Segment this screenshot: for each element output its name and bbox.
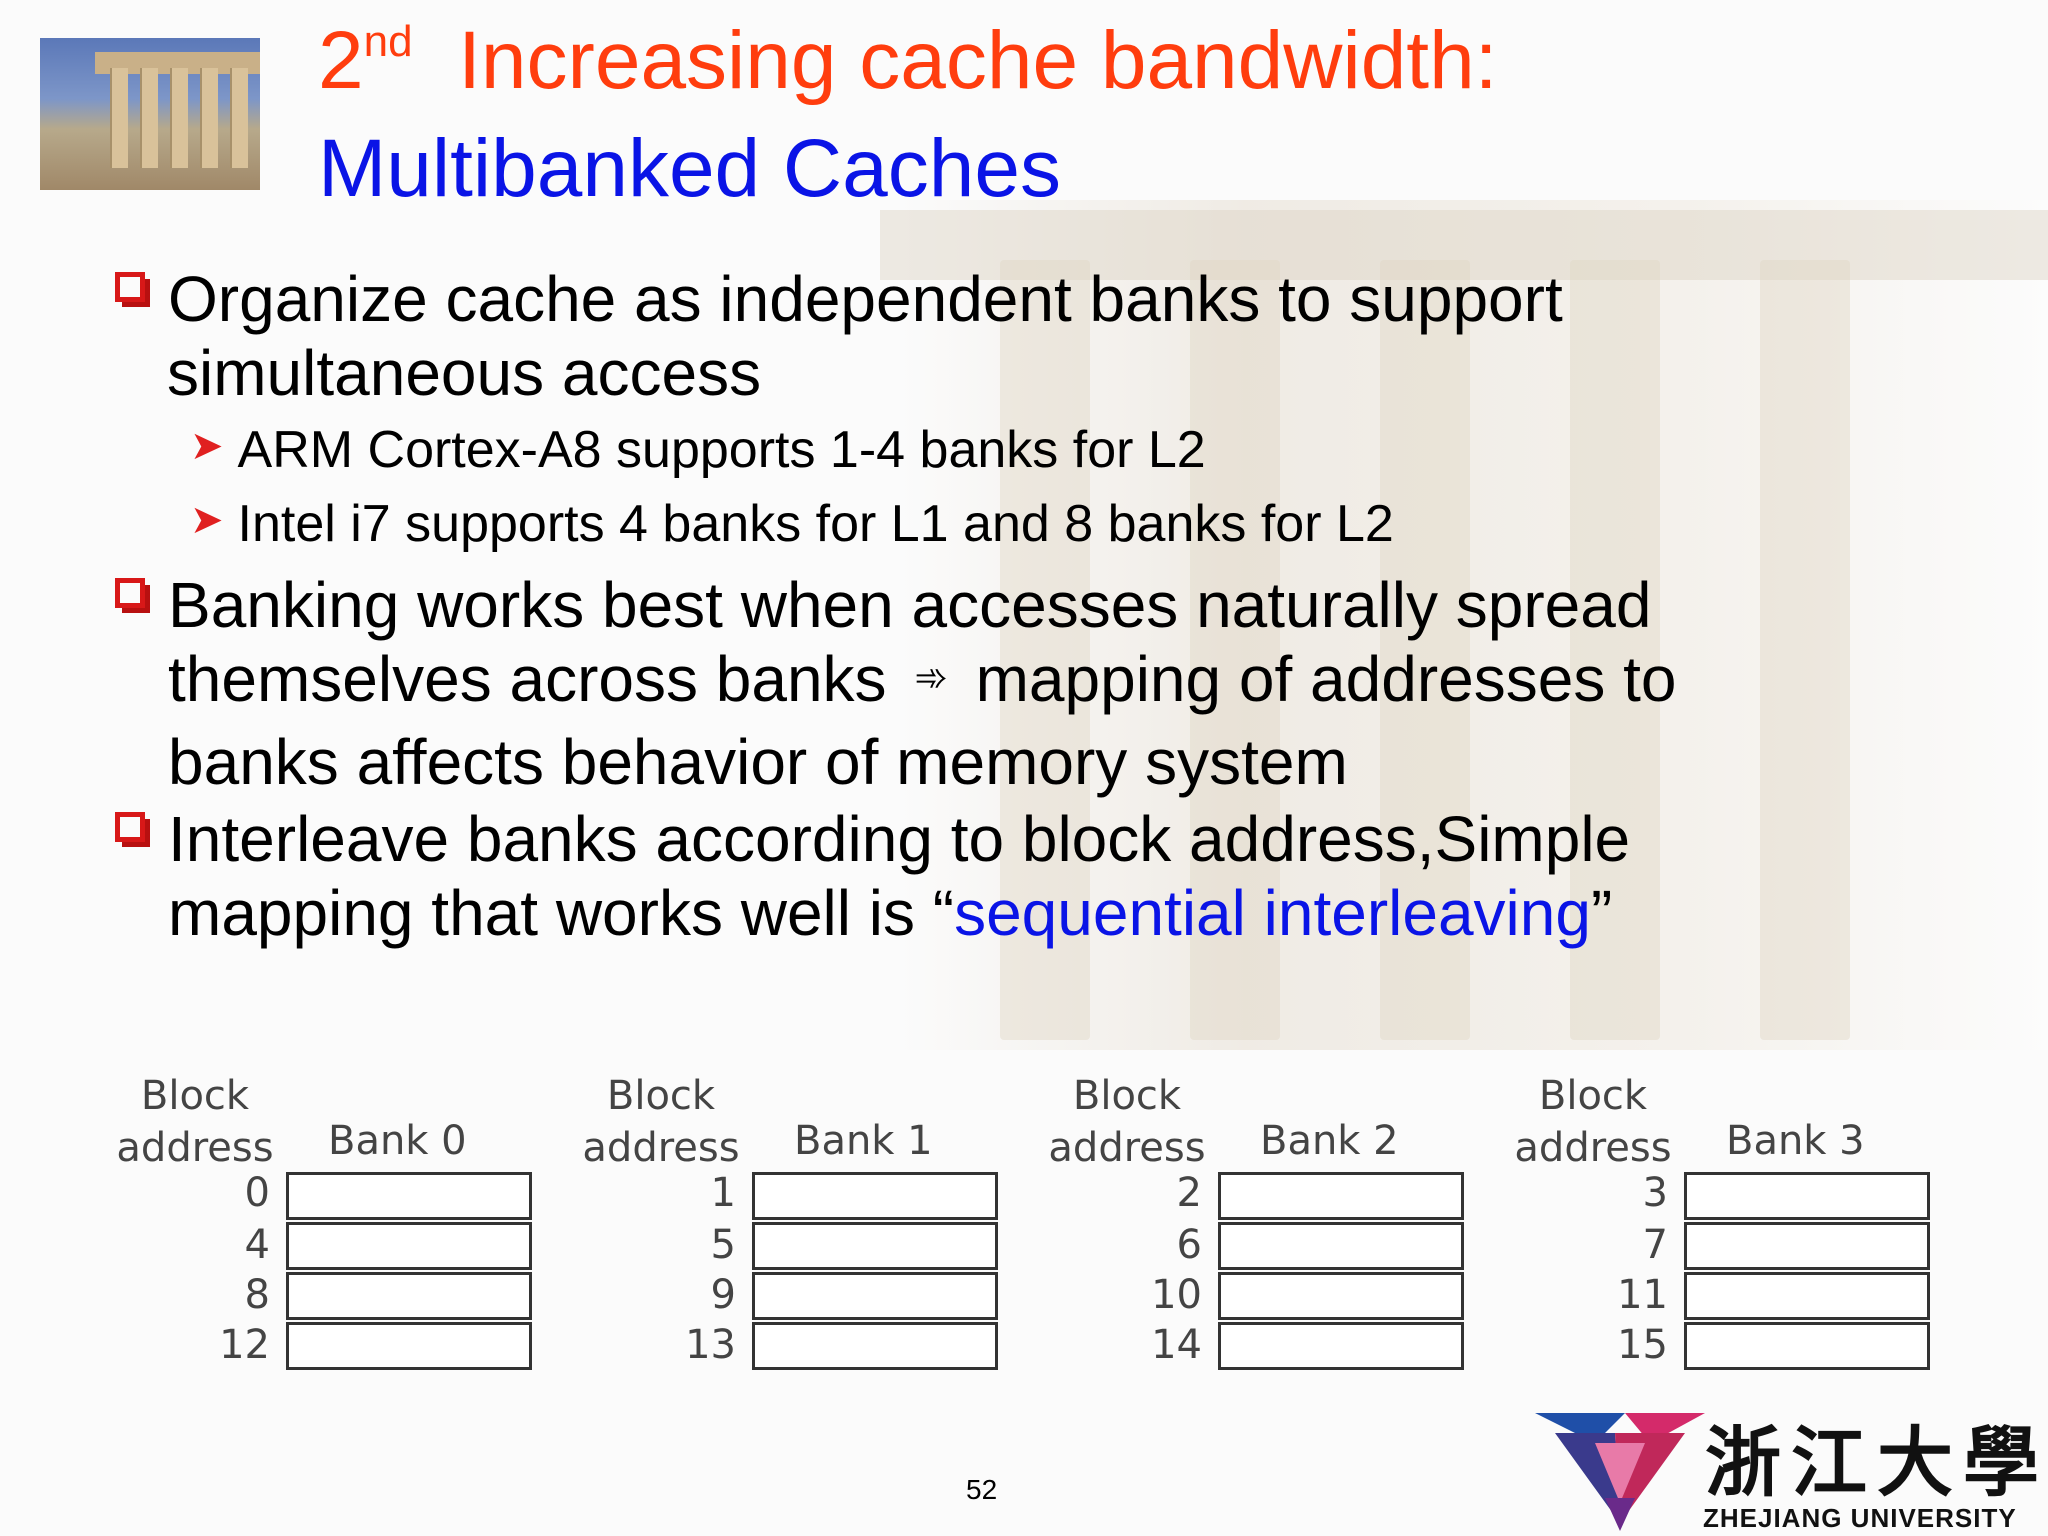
arrow-bullet-icon: ➤ xyxy=(190,424,224,468)
block-address: 5 xyxy=(710,1222,736,1268)
university-english-name: ZHEJIANG UNIVERSITY xyxy=(1703,1503,2017,1533)
university-logo: 浙江大學 ZHEJIANG UNIVERSITY xyxy=(1535,1395,2045,1535)
sub-bullet-item: ➤ARM Cortex-A8 supports 1-4 banks for L2 xyxy=(190,420,1206,484)
block-address: 8 xyxy=(244,1272,270,1318)
slide-title-line1: 2nd Increasing cache bandwidth: xyxy=(318,15,1498,106)
bank-cell xyxy=(286,1172,532,1220)
arrow-bullet-icon: ➤ xyxy=(190,498,224,542)
background-temple-beam xyxy=(880,210,2048,280)
bullet-box-icon xyxy=(115,272,145,302)
block-address: 3 xyxy=(1642,1170,1668,1216)
bullet-item: Organize cache as independent banks to s… xyxy=(115,262,1915,410)
block-address: 2 xyxy=(1176,1170,1202,1216)
university-chinese-name: 浙江大學 xyxy=(1705,1418,2048,1507)
bullet-box-icon xyxy=(115,578,145,608)
bank-name: Bank 3 xyxy=(1726,1118,1865,1164)
background-column xyxy=(1190,260,1280,1040)
bank-cell xyxy=(1218,1222,1464,1270)
bank-name: Bank 1 xyxy=(794,1118,933,1164)
block-address: 0 xyxy=(244,1170,270,1216)
zju-emblem-icon xyxy=(1535,1413,1705,1531)
bank-cell xyxy=(286,1222,532,1270)
background-column xyxy=(1570,260,1660,1040)
bank-cell xyxy=(1218,1272,1464,1320)
parthenon-photo xyxy=(40,38,260,190)
bank-cell xyxy=(286,1322,532,1370)
block-address: 11 xyxy=(1617,1272,1668,1318)
bank-cell xyxy=(1684,1172,1930,1220)
highlight-text: sequential interleaving xyxy=(954,877,1591,949)
bank-cell xyxy=(752,1172,998,1220)
block-address: 6 xyxy=(1176,1222,1202,1268)
bullet-box-icon xyxy=(115,812,145,842)
bank-name: Bank 0 xyxy=(328,1118,467,1164)
block-address: 1 xyxy=(710,1170,736,1216)
bank-name: Bank 2 xyxy=(1260,1118,1399,1164)
block-address: 15 xyxy=(1617,1322,1668,1368)
background-column xyxy=(1380,260,1470,1040)
block-address: 9 xyxy=(710,1272,736,1318)
background-column xyxy=(1760,260,1850,1040)
sub-bullet-item: ➤Intel i7 supports 4 banks for L1 and 8 … xyxy=(190,494,1394,558)
background-column xyxy=(1000,260,1090,1040)
slide-title-line2: Multibanked Caches xyxy=(318,123,1061,214)
block-address: 7 xyxy=(1642,1222,1668,1268)
block-address: 10 xyxy=(1151,1272,1202,1318)
block-address: 12 xyxy=(219,1322,270,1368)
bank-cell xyxy=(1684,1222,1930,1270)
bank-cell xyxy=(752,1272,998,1320)
bank-cell xyxy=(752,1322,998,1370)
block-address: 4 xyxy=(244,1222,270,1268)
bullet-item: Banking works best when accesses natural… xyxy=(115,568,1915,799)
block-address: 14 xyxy=(1151,1322,1202,1368)
block-address: 13 xyxy=(685,1322,736,1368)
page-number: 52 xyxy=(966,1474,998,1505)
bank-cell xyxy=(1218,1322,1464,1370)
bank-cell xyxy=(1218,1172,1464,1220)
bank-cell xyxy=(752,1222,998,1270)
arrow-glyph-icon: ➾ xyxy=(914,656,948,700)
bullet-item: Interleave banks according to block addr… xyxy=(115,802,1915,950)
bank-cell xyxy=(1684,1322,1930,1370)
bank-cell xyxy=(286,1272,532,1320)
bank-cell xyxy=(1684,1272,1930,1320)
background-temple-image xyxy=(900,200,2048,1050)
